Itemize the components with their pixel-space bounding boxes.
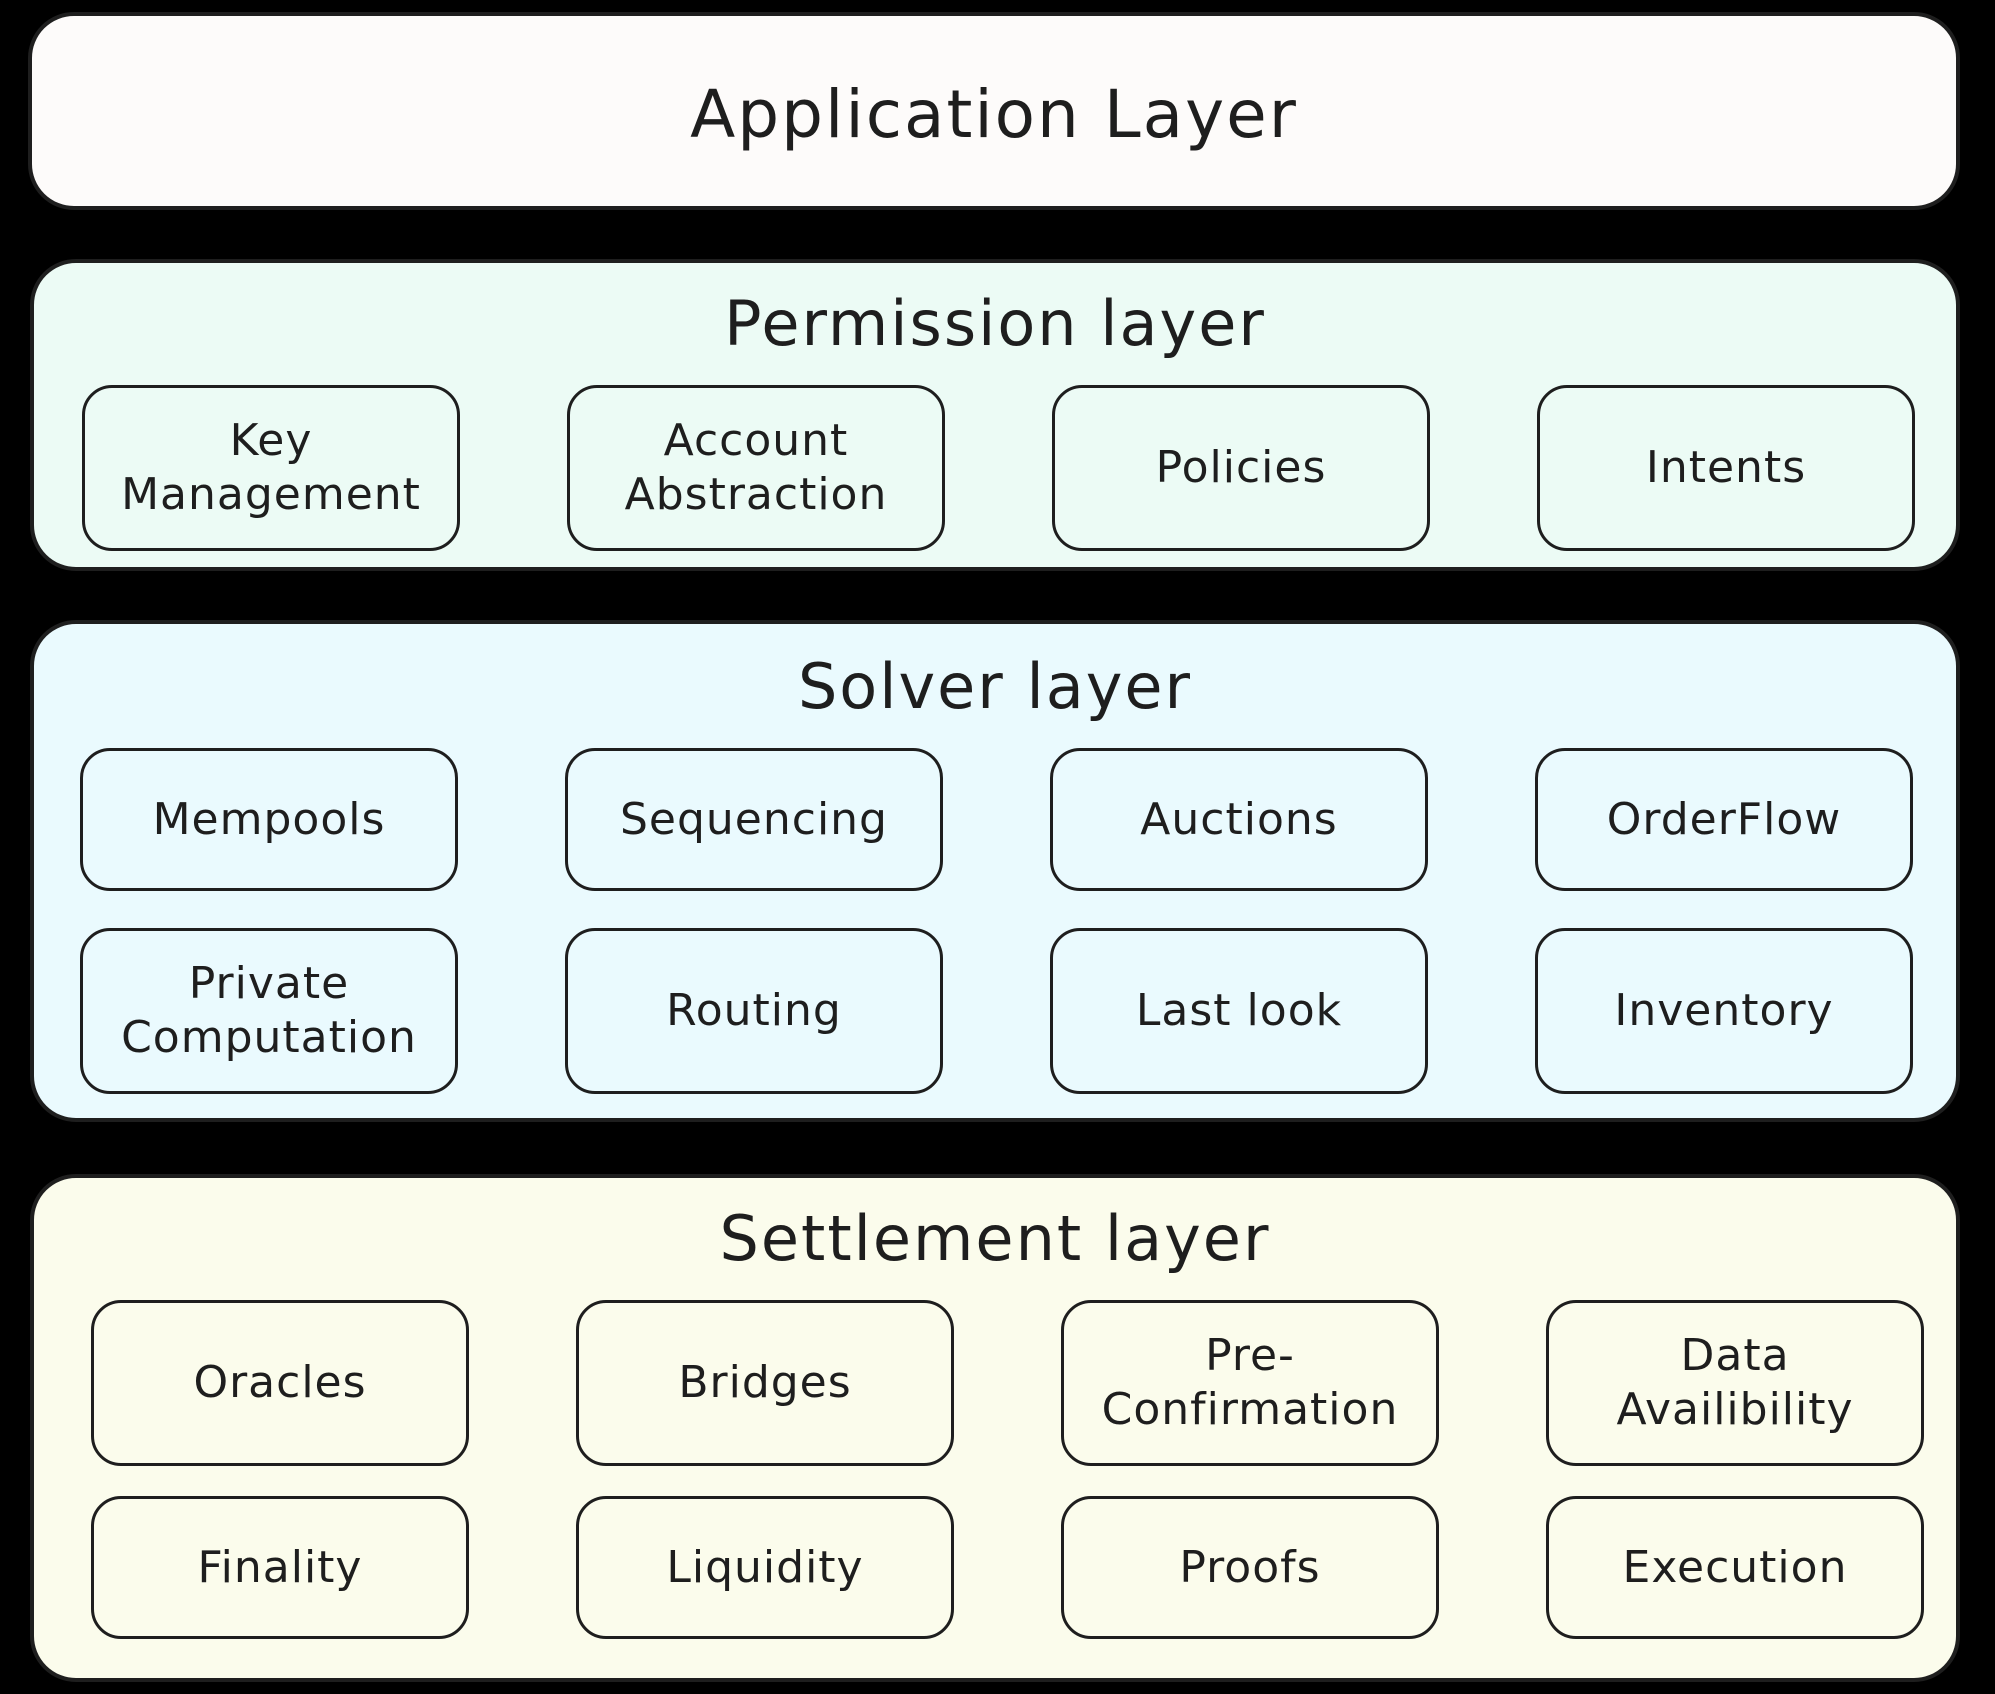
sequencing-box: Sequencing — [565, 748, 943, 891]
finality-box: Finality — [91, 1496, 469, 1639]
settlement-layer: Settlement layer Oracles Bridges Pre- Co… — [30, 1174, 1960, 1682]
settlement-layer-title: Settlement layer — [719, 1202, 1271, 1275]
orderflow-box: OrderFlow — [1535, 748, 1913, 891]
intents-box: Intents — [1537, 385, 1915, 551]
data-availability-box: Data Availibility — [1546, 1300, 1924, 1466]
auctions-box: Auctions — [1050, 748, 1428, 891]
solver-layer-title: Solver layer — [797, 650, 1193, 723]
mempools-box: Mempools — [80, 748, 458, 891]
private-computation-box: Private Computation — [80, 928, 458, 1094]
solver-layer: Solver layer Mempools Sequencing Auction… — [30, 620, 1960, 1122]
execution-box: Execution — [1546, 1496, 1924, 1639]
routing-box: Routing — [565, 928, 943, 1094]
account-abstraction-box: Account Abstraction — [567, 385, 945, 551]
bridges-box: Bridges — [576, 1300, 954, 1466]
policies-box: Policies — [1052, 385, 1430, 551]
liquidity-box: Liquidity — [576, 1496, 954, 1639]
key-management-box: Key Management — [82, 385, 460, 551]
application-layer: Application Layer — [28, 12, 1960, 210]
application-layer-title: Application Layer — [690, 76, 1298, 153]
pre-confirmation-box: Pre- Confirmation — [1061, 1300, 1439, 1466]
last-look-box: Last look — [1050, 928, 1428, 1094]
oracles-box: Oracles — [91, 1300, 469, 1466]
proofs-box: Proofs — [1061, 1496, 1439, 1639]
permission-layer: Permission layer Key Management Account … — [30, 259, 1960, 571]
inventory-box: Inventory — [1535, 928, 1913, 1094]
permission-layer-title: Permission layer — [724, 287, 1266, 360]
